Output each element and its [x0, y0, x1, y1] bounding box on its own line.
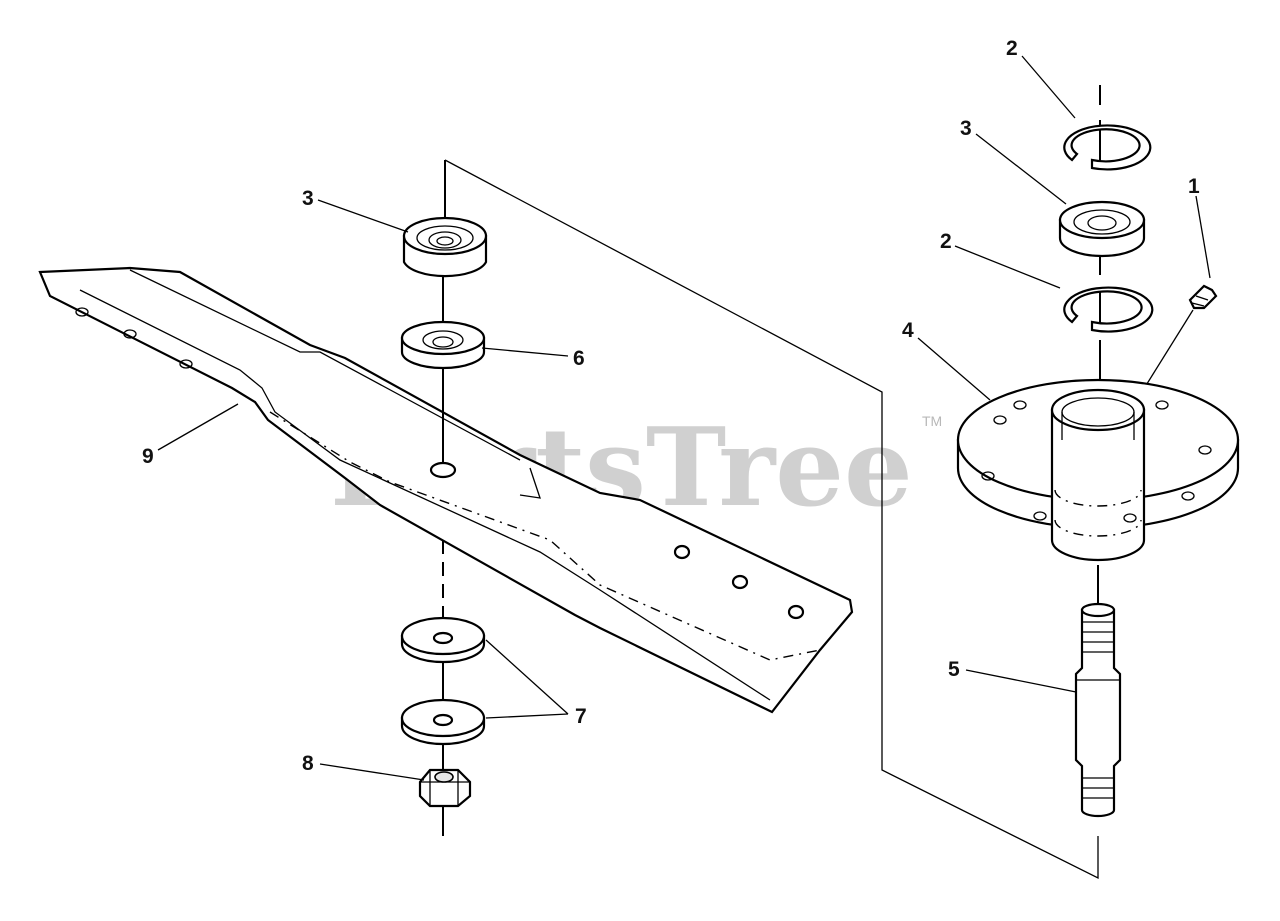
- panel-outline: [444, 159, 1099, 880]
- bearing-part-3-left[interactable]: [402, 216, 488, 278]
- watermark-trademark: TM: [922, 413, 942, 429]
- spindle-shaft-part-5[interactable]: [1074, 602, 1122, 818]
- spindle-housing-part-4[interactable]: [956, 378, 1240, 562]
- callout-3-left: 3: [302, 187, 314, 210]
- blade-part-9[interactable]: [38, 266, 854, 714]
- grease-fitting-part-1[interactable]: [1139, 284, 1218, 396]
- callout-2-top: 2: [1006, 37, 1018, 60]
- callout-1: 1: [1188, 175, 1200, 198]
- callout-3-right: 3: [960, 117, 972, 140]
- bearing-part-3-right[interactable]: [1058, 200, 1146, 258]
- callout-9: 9: [142, 445, 154, 468]
- spacer-part-6[interactable]: [400, 320, 486, 370]
- nut-part-8[interactable]: [418, 768, 472, 808]
- washer-part-7-upper[interactable]: [400, 616, 486, 664]
- washer-part-7-lower[interactable]: [400, 698, 486, 746]
- callout-5: 5: [948, 658, 960, 681]
- retaining-ring-part-2-top[interactable]: [1063, 124, 1152, 171]
- callout-labels: 3 6 9 7 8 2 3 2 1 4 5: [142, 37, 1200, 775]
- retaining-ring-part-2-middle[interactable]: [1063, 286, 1154, 333]
- callout-6: 6: [573, 347, 585, 370]
- callout-7: 7: [575, 705, 587, 728]
- callout-4: 4: [902, 319, 914, 342]
- callout-2-middle: 2: [940, 230, 952, 253]
- callout-8: 8: [302, 752, 314, 775]
- leader-lines: [157, 55, 1211, 781]
